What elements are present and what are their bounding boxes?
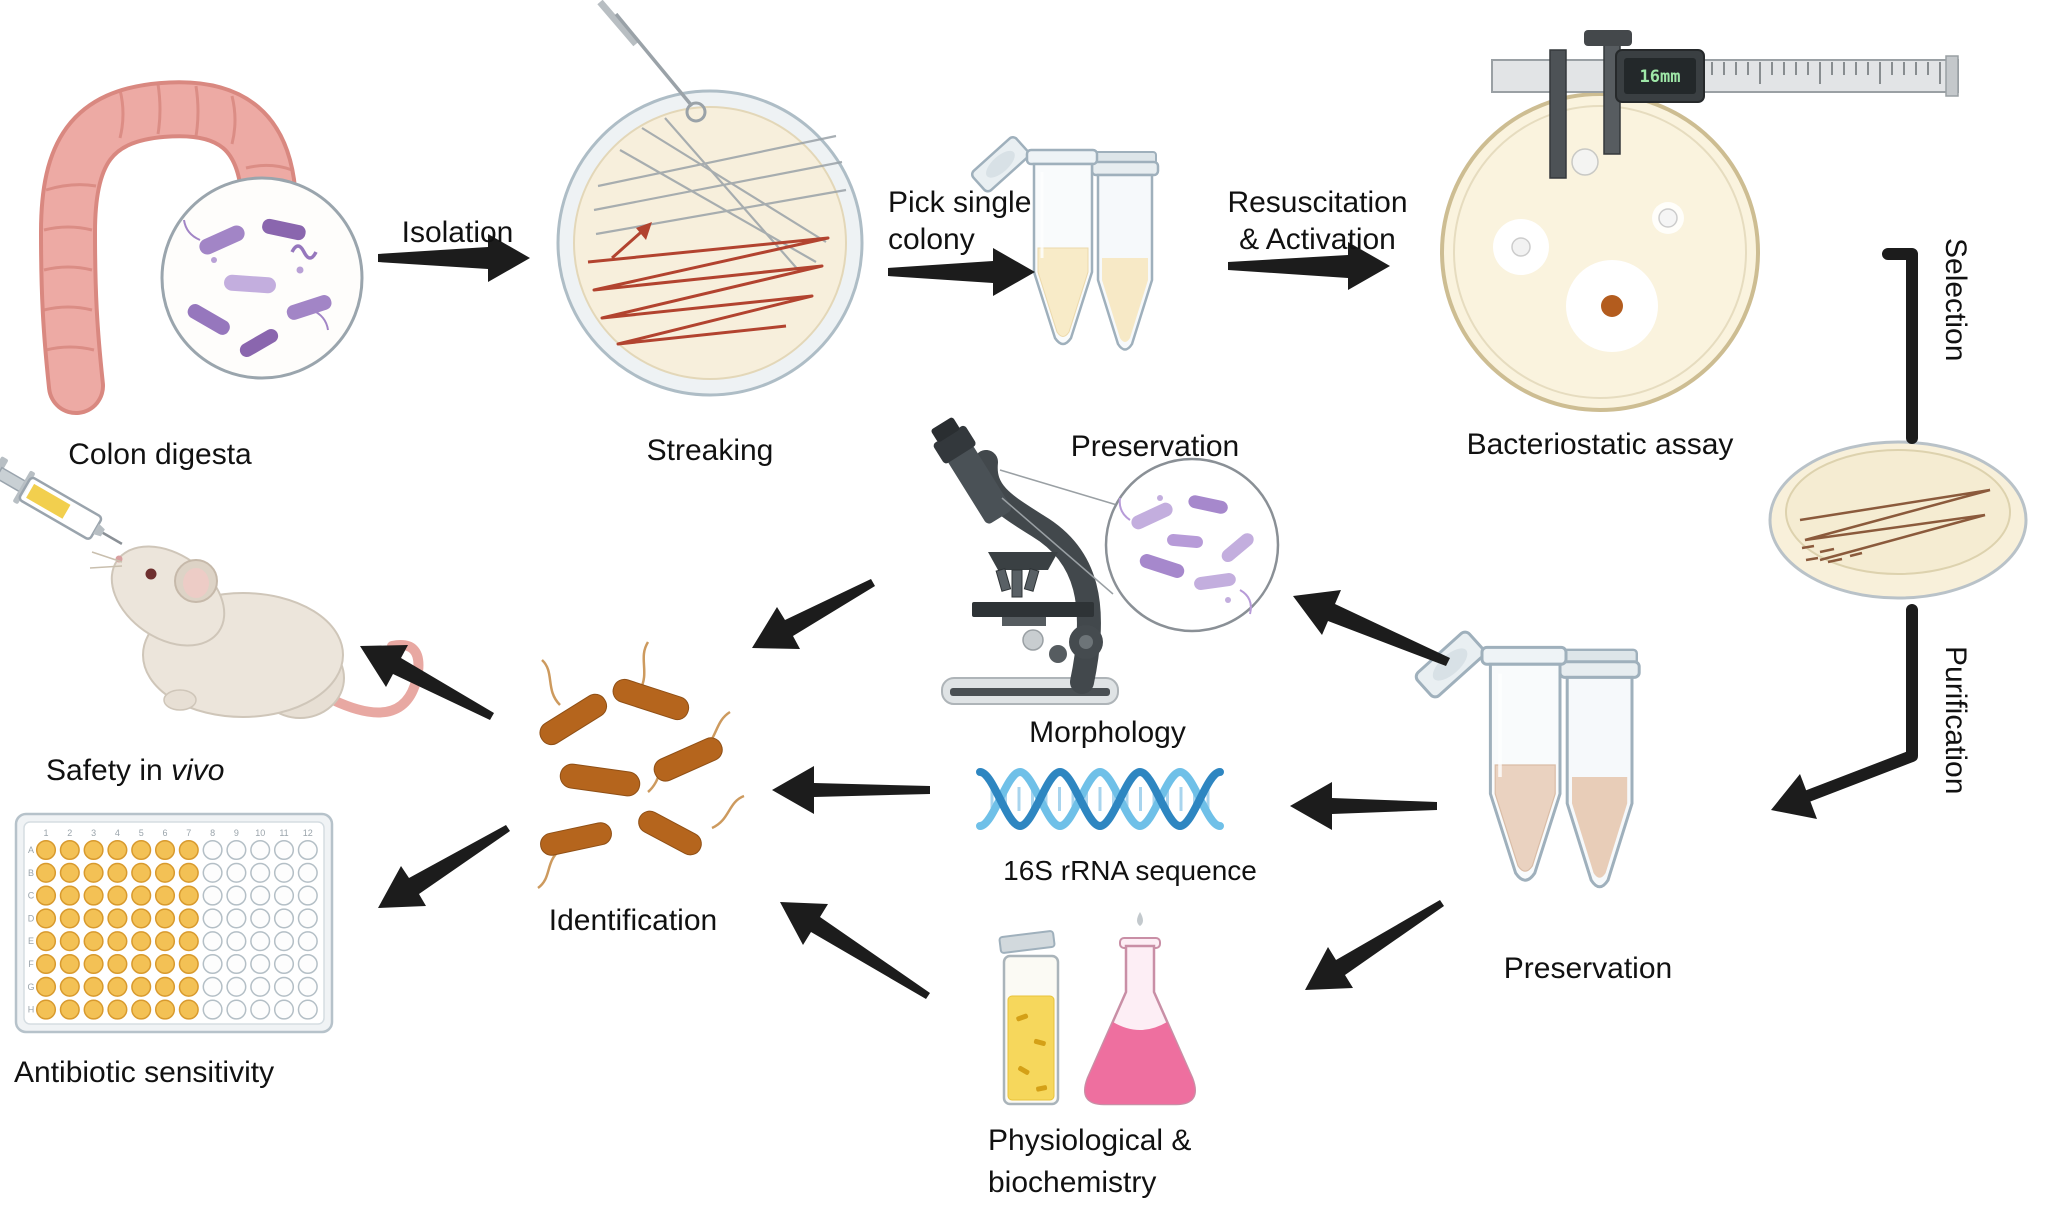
cuvette-liquid — [1007, 995, 1055, 1101]
petri-dish-side-icon — [1768, 440, 2028, 600]
selection-connector — [1882, 248, 1918, 444]
bacteria-callout-icon — [999, 457, 1280, 633]
svg-text:8: 8 — [210, 828, 215, 838]
svg-text:2: 2 — [67, 828, 72, 838]
physiological-line1: Physiological & — [988, 1124, 1192, 1157]
antibiotic-sensitivity-label: Antibiotic sensitivity — [14, 1056, 275, 1089]
preservation-top-illustration — [970, 136, 1160, 351]
purification-arrowhead — [1771, 774, 1817, 819]
pick-single-colony-line1: Pick single — [888, 186, 1032, 219]
arrows — [360, 234, 1918, 999]
svg-text:5: 5 — [139, 828, 144, 838]
physiological-line2: biochemistry — [988, 1166, 1157, 1199]
safety-in-vivo-label: Safety in vivo — [46, 752, 224, 789]
erlenmeyer-flask-icon — [1084, 912, 1196, 1106]
svg-text:10: 10 — [255, 828, 265, 838]
cuvette-icon — [998, 930, 1060, 1106]
inoculation-loop-icon — [597, 0, 707, 123]
caliper-icon — [1491, 30, 1959, 179]
inhibition-dot — [1601, 295, 1623, 317]
to-physiology-arrow — [1305, 900, 1444, 990]
resuscitation-line2: & Activation — [1239, 223, 1396, 256]
svg-text:3: 3 — [91, 828, 96, 838]
dna-to-identification-arrow — [772, 766, 930, 814]
safety-illustration — [0, 456, 424, 719]
assay-dish-icon — [1440, 92, 1760, 412]
microtube-pair-icon — [970, 136, 1160, 351]
resuscitation-line1: Resuscitation — [1227, 186, 1408, 219]
bacteriostatic-assay-illustration — [1440, 30, 1959, 412]
identification-to-safety-arrow — [360, 645, 494, 720]
svg-text:7: 7 — [186, 828, 191, 838]
svg-text:H: H — [28, 1005, 35, 1015]
dna-strand-back — [976, 767, 1224, 831]
petri-dish-streaking-icon — [556, 89, 864, 397]
mouse-icon — [89, 545, 424, 719]
bacteria-identification-icon — [539, 678, 723, 856]
svg-text:E: E — [28, 936, 34, 946]
svg-text:A: A — [28, 845, 34, 855]
svg-text:B: B — [28, 868, 34, 878]
microscope-icon — [931, 417, 1119, 705]
safety-prefix: Safety in — [46, 754, 163, 787]
streaking-label: Streaking — [646, 434, 774, 467]
physiological-label: Physiological & biochemistry — [988, 1120, 1191, 1204]
bacteria-magnifier-icon — [160, 176, 364, 380]
svg-text:C: C — [28, 891, 35, 901]
caliper-display-value: 16mm — [1639, 67, 1681, 87]
streaking-illustration — [556, 0, 864, 397]
preservation-right-label: Preservation — [1503, 952, 1673, 985]
colon-digesta-label: Colon digesta — [68, 438, 252, 471]
physiological-illustration — [998, 912, 1196, 1106]
physiology-to-identification-arrow — [780, 902, 930, 999]
svg-text:D: D — [28, 913, 35, 923]
colon-digesta-illustration — [38, 80, 364, 415]
to-morphology-arrow — [1293, 590, 1450, 666]
svg-text:F: F — [28, 959, 34, 969]
svg-text:G: G — [27, 982, 34, 992]
microtube-pair-icon — [1414, 630, 1641, 889]
flask-liquid — [1085, 1022, 1195, 1104]
rrna-sequence-label: 16S rRNA sequence — [1003, 855, 1257, 886]
isolation-label: Isolation — [401, 216, 514, 249]
morphology-illustration — [931, 417, 1280, 705]
selection-dish-illustration — [1768, 440, 2028, 600]
syringe-icon — [0, 456, 123, 545]
dna-strand-front — [976, 767, 1224, 831]
to-dna-arrow — [1290, 782, 1437, 830]
svg-text:4: 4 — [115, 828, 120, 838]
preservation-top-label: Preservation — [1070, 430, 1240, 463]
isolation-arrow — [378, 234, 530, 282]
svg-text:1: 1 — [43, 828, 48, 838]
selection-label: Selection — [1939, 238, 1972, 362]
resuscitation-label: Resuscitation & Activation — [1205, 184, 1430, 258]
svg-text:12: 12 — [303, 828, 313, 838]
purification-connector — [1802, 604, 1918, 802]
identification-illustration — [537, 641, 745, 890]
resuscitation-arrow — [1228, 242, 1390, 290]
dna-helix-icon — [976, 767, 1224, 831]
preservation-right-illustration — [1414, 630, 1641, 889]
morphology-label: Morphology — [1029, 716, 1186, 749]
svg-text:9: 9 — [234, 828, 239, 838]
svg-text:11: 11 — [279, 828, 288, 838]
svg-text:6: 6 — [162, 828, 167, 838]
morphology-to-identification-arrow — [752, 579, 875, 649]
purification-label: Purification — [1939, 646, 1972, 795]
identification-label: Identification — [548, 904, 718, 937]
pick-single-colony-label: Pick single colony — [888, 184, 1031, 258]
bacteriostatic-assay-label: Bacteriostatic assay — [1466, 428, 1734, 461]
pick-single-colony-line2: colony — [888, 223, 975, 256]
pick-colony-arrow — [888, 248, 1035, 296]
streak-lines — [587, 236, 830, 346]
identification-to-antibiotic-arrow — [378, 825, 510, 908]
safety-italic: vivo — [171, 754, 225, 787]
